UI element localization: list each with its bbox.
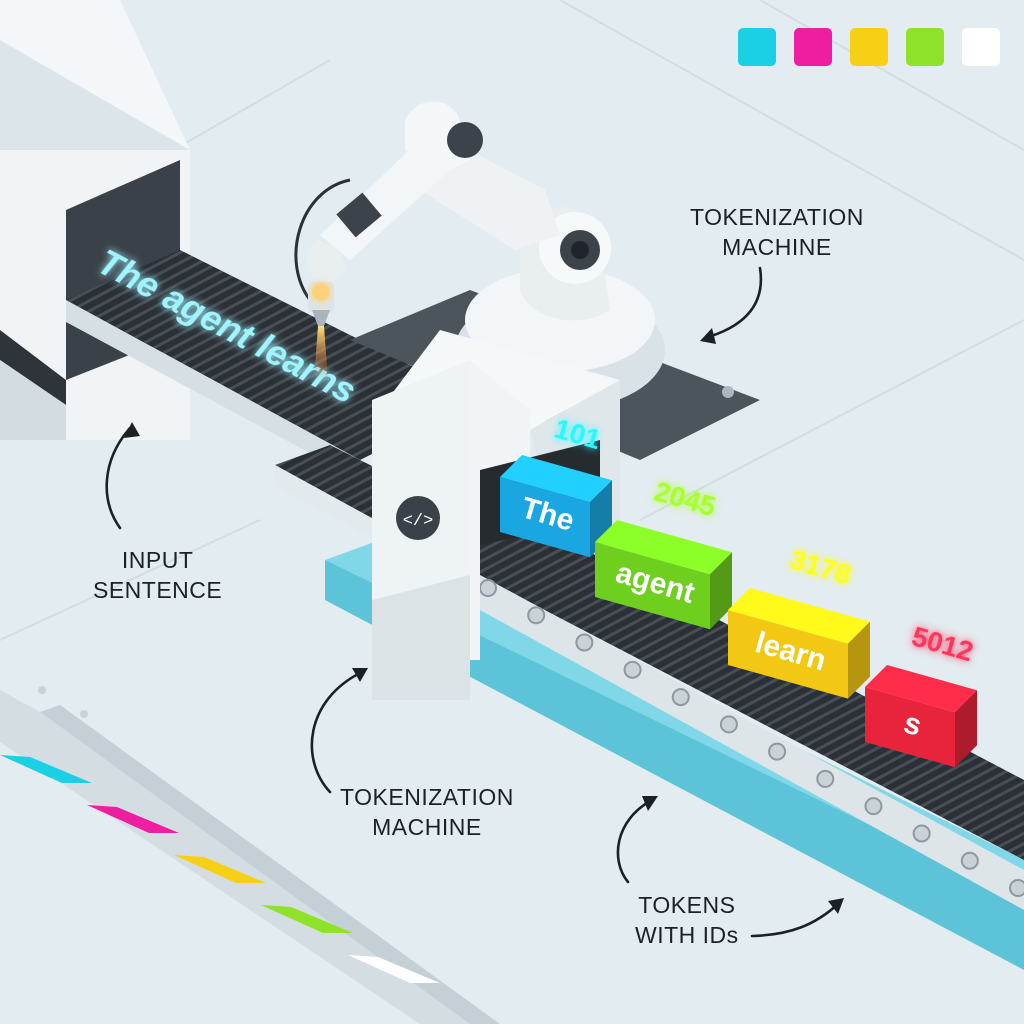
label-input-sentence: INPUT SENTENCE bbox=[93, 547, 223, 603]
floor-ledge bbox=[0, 690, 470, 1024]
belt-roller bbox=[912, 824, 931, 843]
belt-roller bbox=[1009, 879, 1024, 897]
arrow-to-gate bbox=[310, 670, 364, 794]
token-id: 3178 bbox=[786, 543, 854, 590]
belt-roller bbox=[864, 797, 883, 816]
palette-swatches bbox=[738, 28, 1000, 66]
palette-swatch bbox=[962, 28, 1000, 66]
floor-bolt bbox=[80, 710, 88, 718]
floor-color-bar bbox=[348, 955, 440, 983]
input-tunnel bbox=[0, 0, 190, 440]
label-tokens-with-ids: TOKENS WITH IDs bbox=[635, 892, 739, 948]
label-tokenization-machine-top: TOKENIZATION MACHINE bbox=[690, 204, 864, 260]
palette-swatch bbox=[794, 28, 832, 66]
laser-spark bbox=[312, 283, 330, 301]
belt-roller bbox=[575, 633, 594, 652]
belt-roller bbox=[816, 769, 835, 788]
belt-roller bbox=[479, 579, 497, 597]
belt-roller bbox=[623, 660, 642, 679]
belt-roller bbox=[527, 606, 546, 625]
token-id: 2045 bbox=[651, 475, 719, 522]
belt-roller bbox=[719, 715, 738, 734]
token-id: 5012 bbox=[908, 620, 976, 667]
robot-arm bbox=[294, 101, 611, 326]
floor-color-bar bbox=[174, 855, 266, 883]
palette-swatch bbox=[738, 28, 776, 66]
arrow-to-robot bbox=[703, 266, 763, 340]
tokenization-gate bbox=[372, 330, 620, 700]
arrow-heads bbox=[124, 328, 844, 914]
floor-color-bars bbox=[0, 755, 440, 983]
svg-text:</>: </> bbox=[403, 512, 434, 531]
annotation-arrows bbox=[105, 266, 840, 938]
belt-roller bbox=[960, 851, 979, 870]
palette-swatch bbox=[906, 28, 944, 66]
floor-color-bar bbox=[0, 755, 92, 783]
floor-color-bar bbox=[261, 905, 353, 933]
belt-roller bbox=[671, 688, 690, 707]
label-tokenization-machine-bottom: TOKENIZATION MACHINE bbox=[340, 784, 514, 840]
laser-beam bbox=[314, 326, 328, 380]
belt-roller bbox=[768, 742, 787, 761]
palette-swatch bbox=[850, 28, 888, 66]
arrow-to-belt-right bbox=[750, 902, 840, 938]
gate-code-icon: </> bbox=[396, 496, 440, 540]
arrow-to-input-box bbox=[105, 426, 132, 530]
arrow-to-belt-up bbox=[616, 798, 654, 884]
floor-color-bar bbox=[87, 805, 179, 833]
floor-bolt bbox=[38, 686, 46, 694]
